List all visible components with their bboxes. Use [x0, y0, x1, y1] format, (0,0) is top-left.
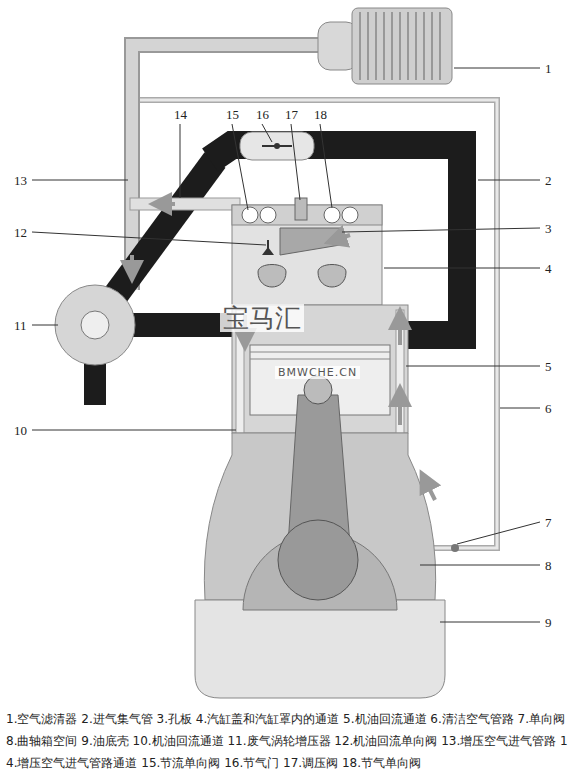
callout-number: 16 — [256, 108, 269, 121]
watermark: BMWCHE.CN — [275, 366, 360, 379]
callout-number: 4 — [545, 262, 552, 275]
callout-number: 13 — [14, 174, 27, 187]
callout-number: 1 — [545, 62, 552, 75]
callout-number: 14 — [174, 108, 187, 121]
callout-number: 3 — [545, 222, 552, 235]
watermark: 宝马汇 — [220, 304, 304, 332]
callout-number: 15 — [226, 108, 239, 121]
callout-number: 12 — [14, 226, 27, 239]
callout-number: 17 — [285, 108, 298, 121]
callout-number: 9 — [545, 616, 552, 629]
callout-number: 10 — [14, 424, 27, 437]
callout-number: 7 — [545, 516, 552, 529]
callout-number: 2 — [545, 174, 552, 187]
callout-number: 8 — [545, 559, 552, 572]
callout-number: 6 — [545, 402, 552, 415]
callout-number: 18 — [314, 108, 327, 121]
caption: 1.空气滤清器 2.进气集气管 3.孔板 4.汽缸盖和汽缸罩内的通道 5.机油回… — [6, 708, 573, 774]
callout-number: 5 — [545, 360, 552, 373]
callout-number: 11 — [14, 319, 27, 332]
